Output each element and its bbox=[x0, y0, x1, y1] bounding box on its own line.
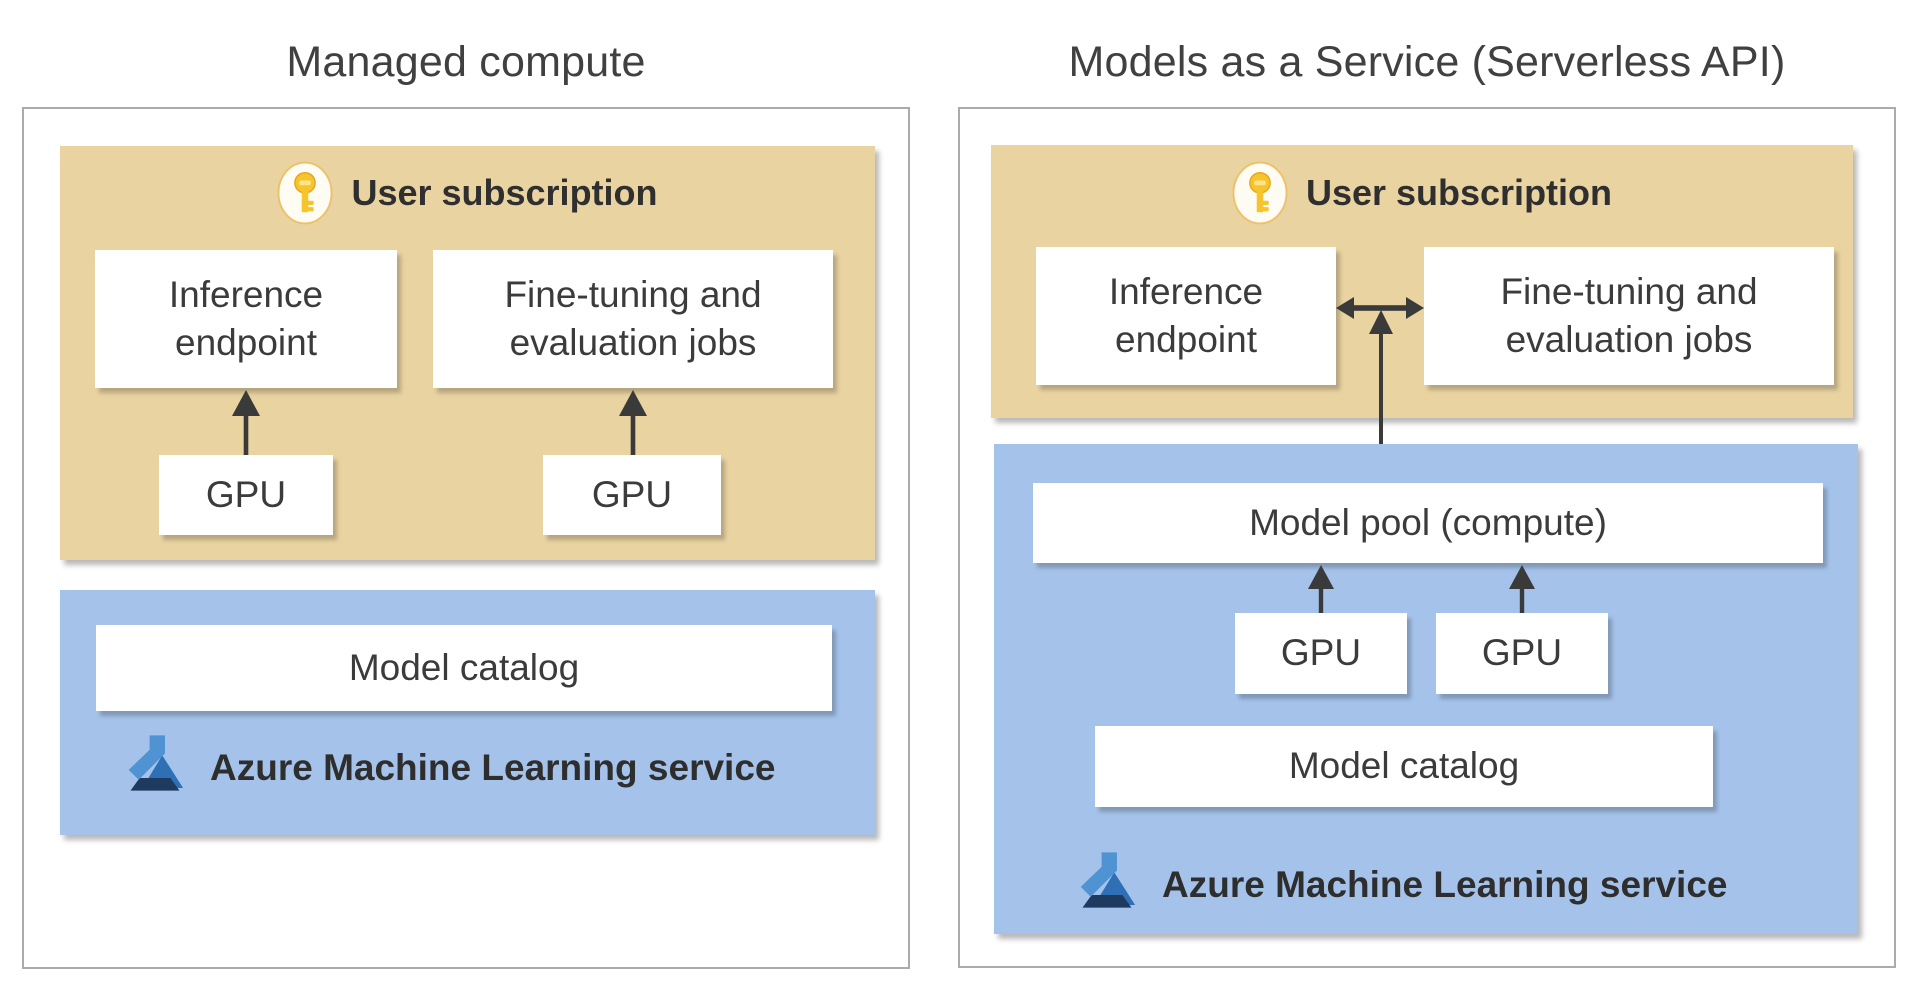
left-inference-endpoint-box: Inference endpoint bbox=[95, 250, 397, 388]
right-subscription-header: User subscription bbox=[991, 158, 1853, 228]
subscription-label: User subscription bbox=[1305, 172, 1613, 213]
gpu-label: GPU bbox=[1481, 632, 1563, 674]
gpu-label: GPU bbox=[1280, 632, 1362, 674]
model-catalog-label: Model catalog bbox=[348, 646, 580, 688]
subscription-label: User subscription bbox=[351, 172, 658, 213]
right-inference-endpoint-box: Inference endpoint bbox=[1036, 247, 1336, 385]
model-pool-label: Model pool (compute) bbox=[1249, 501, 1607, 543]
left-gpu-box-2: GPU bbox=[543, 455, 721, 535]
azure-ml-service-label: Azure Machine Learning service bbox=[210, 747, 776, 788]
inference-endpoint-label: Inference endpoint bbox=[1108, 270, 1264, 360]
right-model-catalog-box: Model catalog bbox=[1095, 726, 1713, 807]
right-panel-title: Models as a Service (Serverless API) bbox=[1068, 38, 1786, 86]
gpu-label: GPU bbox=[591, 473, 673, 515]
left-panel-title: Managed compute bbox=[286, 38, 646, 86]
model-catalog-label: Model catalog bbox=[1288, 745, 1520, 787]
right-gpu-box-1: GPU bbox=[1235, 613, 1407, 694]
finetune-label: Fine-tuning and evaluation jobs bbox=[1500, 270, 1758, 360]
right-finetune-box: Fine-tuning and evaluation jobs bbox=[1424, 247, 1834, 385]
left-arrow-gpu-to-finetune bbox=[619, 390, 647, 455]
right-service-row: Azure Machine Learning service bbox=[1078, 848, 1727, 922]
left-arrow-gpu-to-inference bbox=[232, 390, 260, 455]
right-gpu-box-2: GPU bbox=[1436, 613, 1608, 694]
inference-endpoint-label: Inference endpoint bbox=[168, 273, 324, 363]
finetune-label: Fine-tuning and evaluation jobs bbox=[504, 273, 762, 363]
right-model-pool-box: Model pool (compute) bbox=[1033, 483, 1823, 563]
right-arrow-gpu1-to-pool bbox=[1308, 565, 1334, 615]
left-service-row: Azure Machine Learning service bbox=[126, 732, 775, 804]
left-finetune-box: Fine-tuning and evaluation jobs bbox=[433, 250, 833, 388]
key-icon bbox=[1232, 160, 1288, 226]
right-arrow-pool-to-subscription bbox=[1369, 310, 1393, 483]
gpu-label: GPU bbox=[205, 473, 287, 515]
right-arrow-inference-finetune bbox=[1336, 297, 1424, 319]
azure-ml-service-label: Azure Machine Learning service bbox=[1162, 864, 1728, 905]
azure-ml-icon bbox=[1078, 852, 1136, 918]
azure-ml-icon bbox=[126, 735, 184, 801]
right-arrow-gpu2-to-pool bbox=[1509, 565, 1535, 615]
key-icon bbox=[277, 160, 333, 226]
left-subscription-header: User subscription bbox=[60, 158, 875, 228]
left-gpu-box-1: GPU bbox=[159, 455, 333, 535]
left-model-catalog-box: Model catalog bbox=[96, 625, 832, 711]
